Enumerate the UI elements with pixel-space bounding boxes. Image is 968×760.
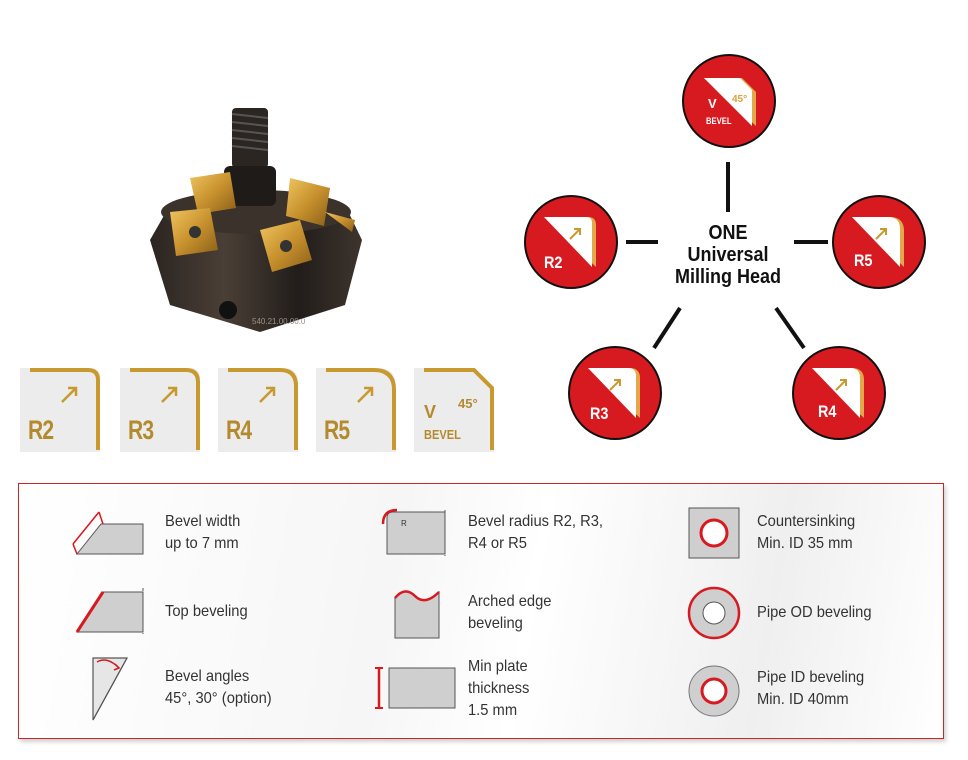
pipe-id-icon [688, 665, 740, 717]
insert-shape [316, 368, 396, 452]
feature-text-line: Bevel radius R2, R3, [468, 513, 603, 530]
feature-text-line: Bevel angles [165, 668, 250, 685]
insert-label: R3 [128, 415, 154, 445]
node-bevel-label: BEVEL [706, 116, 732, 126]
feature-text-line: Arched edge [468, 593, 552, 610]
arched-edge-icon [394, 590, 440, 639]
features-panel: Bevel width up to 7 mm Top beveling Beve… [18, 483, 944, 739]
feature-bevel-width: Bevel width up to 7 mm [165, 511, 240, 555]
center-line-1: ONE [708, 222, 748, 244]
bevel-radius-icon: R [381, 508, 446, 556]
feature-arched-edge: Arched edge beveling [468, 591, 551, 635]
insert-shape [20, 368, 100, 452]
arrow-icon [161, 386, 178, 403]
top-beveling-icon [75, 588, 144, 634]
node-v-bevel: V 45° BEVEL [682, 54, 776, 148]
bevel-angles-icon [92, 657, 129, 721]
bevel-width-icon [72, 511, 144, 555]
feature-min-plate: Min plate thickness 1.5 mm [468, 656, 529, 722]
feature-text-line: beveling [468, 615, 523, 632]
feature-text-line: Bevel width [165, 513, 241, 530]
insert-v-bevel: V 45° BEVEL [414, 368, 496, 452]
insert-label: R2 [28, 415, 54, 445]
feature-pipe-od: Pipe OD beveling [757, 602, 872, 624]
insert-r4: R4 [218, 368, 300, 452]
center-title: ONE Universal Milling Head [660, 222, 796, 288]
insert-v-label: V [424, 402, 437, 422]
feature-text-line: Min. ID 35 mm [757, 535, 853, 552]
insert-shape [120, 368, 200, 452]
model-number-text: 540.21.00.00.0 [252, 317, 306, 326]
pipe-od-icon [687, 586, 741, 640]
insert-angle-label: 45° [458, 396, 478, 411]
feature-text-line: Pipe OD beveling [757, 604, 872, 621]
countersinking-icon [688, 507, 740, 559]
insert-label: R5 [324, 415, 350, 445]
insert-shape [218, 368, 298, 452]
center-line-3: Milling Head [674, 266, 782, 288]
insert-bevel-label: BEVEL [424, 427, 461, 442]
feature-bevel-angles: Bevel angles 45°, 30° (option) [165, 666, 272, 710]
feature-bevel-radius: Bevel radius R2, R3, R4 or R5 [468, 511, 603, 555]
node-label: R4 [818, 402, 837, 421]
node-r5: R5 [832, 195, 926, 289]
node-label: R3 [590, 404, 609, 423]
universal-milling-head-diagram: ONE Universal Milling Head V 45° BEVEL R… [510, 50, 950, 450]
diagram-connectors [626, 162, 828, 350]
node-label: R5 [854, 251, 873, 270]
insert-label: R4 [226, 415, 252, 445]
center-line-2: Universal [687, 244, 769, 266]
insert-shape [414, 368, 494, 452]
feature-text-line: Min. ID 40mm [757, 691, 849, 708]
insert-r5: R5 [316, 368, 398, 452]
feature-text-line: Min plate [468, 658, 528, 675]
min-plate-icon [375, 667, 456, 709]
feature-top-beveling: Top beveling [165, 601, 248, 623]
feature-text-line: 1.5 mm [468, 702, 518, 719]
insert-r3: R3 [120, 368, 202, 452]
milling-head-photo: 540.21.00.00.0 [150, 108, 362, 332]
node-v-label: V [708, 96, 717, 111]
feature-text-line: Top beveling [165, 603, 248, 620]
radius-r-text: R [401, 519, 407, 528]
arrow-icon [259, 386, 276, 403]
feature-countersinking: Countersinking Min. ID 35 mm [757, 511, 855, 555]
node-angle-label: 45° [732, 94, 748, 105]
node-r3: R3 [568, 346, 662, 440]
node-label: R2 [544, 253, 563, 272]
feature-text-line: Countersinking [757, 513, 856, 530]
feature-text-line: 45°, 30° (option) [165, 690, 272, 707]
arrow-icon [357, 386, 374, 403]
feature-text-line: R4 or R5 [468, 535, 527, 552]
feature-pipe-id: Pipe ID beveling Min. ID 40mm [757, 667, 864, 711]
feature-text-line: thickness [468, 680, 530, 697]
node-r2: R2 [524, 195, 618, 289]
feature-text-line: up to 7 mm [165, 535, 239, 552]
node-r4: R4 [792, 346, 886, 440]
arrow-icon [61, 386, 78, 403]
feature-text-line: Pipe ID beveling [757, 669, 865, 686]
insert-r2: R2 [20, 368, 102, 452]
